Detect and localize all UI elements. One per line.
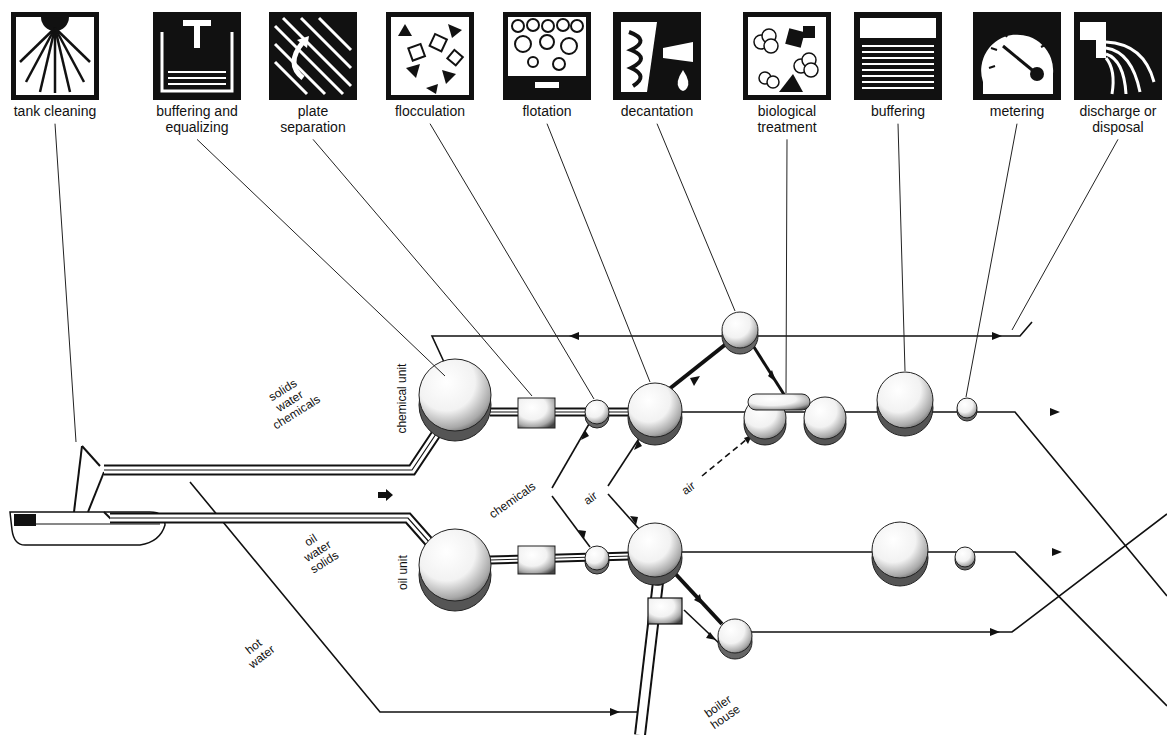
- tank-cleaning-icon: [11, 12, 99, 100]
- step-label: buffering and equalizing: [155, 104, 239, 135]
- leader-line: [197, 139, 445, 376]
- flotation-icon: [503, 12, 591, 100]
- process-step-icon: flotation: [503, 12, 591, 120]
- process-step-icon: tank cleaning: [11, 12, 99, 120]
- leader-line: [55, 124, 76, 442]
- process-step-icon: metering: [973, 12, 1061, 120]
- buffering-icon: [854, 12, 942, 100]
- flow-label: hot water: [234, 629, 282, 674]
- process-step-icon: buffering: [854, 12, 942, 120]
- leader-line: [786, 139, 787, 393]
- flocculation-icon: [386, 12, 474, 100]
- flow-label: chemical unit: [396, 363, 409, 433]
- decantation-icon: [613, 12, 701, 100]
- step-label: biological treatment: [745, 104, 829, 135]
- step-label: metering: [975, 104, 1059, 120]
- leader-line: [313, 139, 532, 396]
- flow-label: boiler house: [694, 687, 750, 735]
- step-label: flocculation: [388, 104, 472, 120]
- plate-separation-icon: [269, 12, 357, 100]
- flow-label: air: [581, 489, 599, 507]
- step-label: tank cleaning: [13, 104, 97, 120]
- ship: [10, 446, 165, 545]
- flow-label: air: [679, 479, 697, 497]
- leader-line: [966, 124, 1017, 397]
- leader-line: [1012, 139, 1118, 330]
- flow-label: oil water solids: [291, 524, 346, 579]
- process-step-icon: flocculation: [386, 12, 474, 120]
- boiler-house: [640, 579, 682, 735]
- leader-line: [657, 124, 735, 311]
- leader-line: [898, 124, 905, 371]
- step-label: discharge or disposal: [1076, 104, 1160, 135]
- step-label: buffering: [856, 104, 940, 120]
- buffering-equalizing-icon: [153, 12, 241, 100]
- process-step-icon: buffering and equalizing: [153, 12, 241, 135]
- step-label: flotation: [505, 104, 589, 120]
- process-step-icon: plate separation: [269, 12, 357, 135]
- pipe-band: [104, 412, 630, 560]
- process-step-icon: biological treatment: [743, 12, 831, 135]
- leader-line: [430, 124, 594, 399]
- flow-label: oil unit: [396, 555, 409, 590]
- metering-icon: [973, 12, 1061, 100]
- step-label: plate separation: [271, 104, 355, 135]
- flow-label: chemicals: [487, 479, 538, 520]
- leader-line: [547, 124, 650, 382]
- step-label: decantation: [615, 104, 699, 120]
- flow-label: solids water chemicals: [255, 370, 325, 434]
- process-step-icon: decantation: [613, 12, 701, 120]
- discharge-icon: [1074, 12, 1162, 100]
- biological-treatment-icon: [743, 12, 831, 100]
- process-step-icon: discharge or disposal: [1074, 12, 1162, 135]
